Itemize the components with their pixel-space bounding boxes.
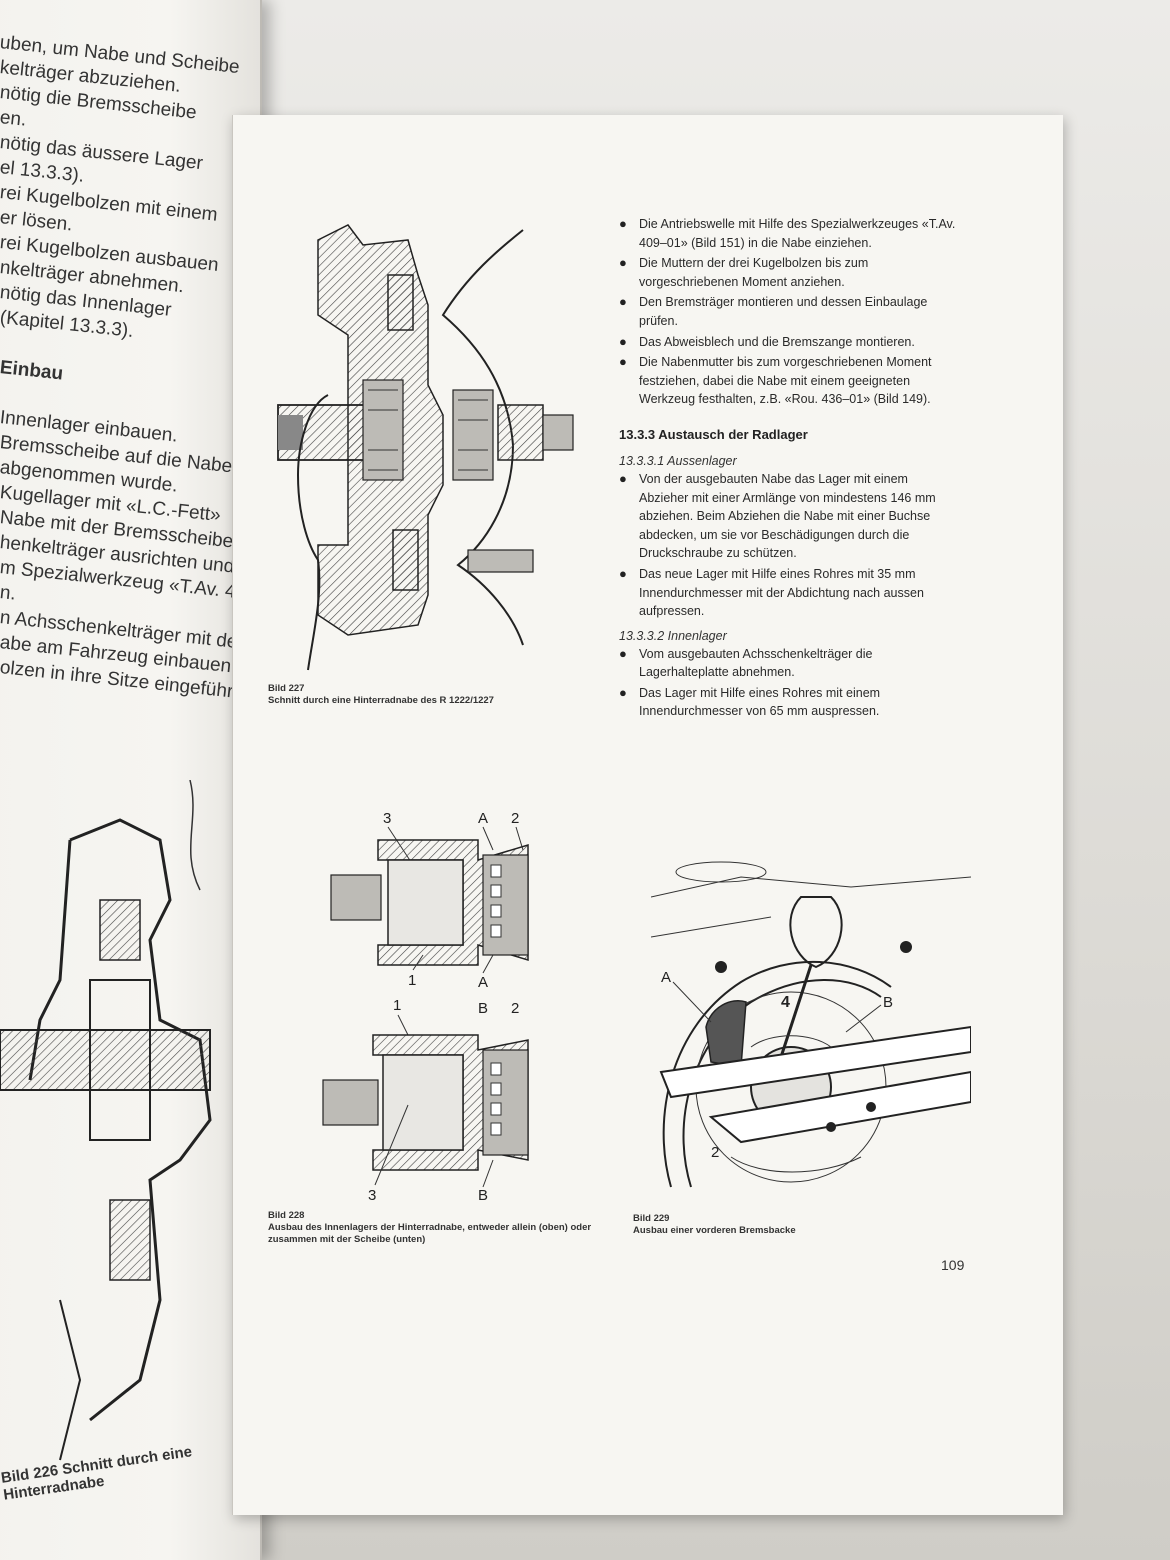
subheading-innenlager: 13.3.3.2 Innenlager: [619, 628, 727, 643]
bullet-list-innenlager: Vom ausgebauten Achsschenkelträger die L…: [619, 645, 959, 721]
figure-228-label: Bild 228: [268, 1210, 305, 1221]
fig228-label-2-bottom: 2: [511, 1000, 519, 1017]
figure-227-hub-section: [277, 224, 574, 671]
bullet-item: Die Nabenmutter bis zum vorgeschriebenen…: [619, 353, 959, 409]
figure-227-label: Bild 227: [268, 683, 305, 694]
figure-229-brake-shoe-removal: A B 4 2: [651, 857, 971, 1197]
bullet-item: Die Muttern der drei Kugelbolzen bis zum…: [619, 254, 959, 291]
bullet-item: Das Lager mit Hilfe eines Rohres mit ein…: [619, 684, 959, 721]
figure-228-caption: Bild 228 Ausbau des Innenlagers der Hint…: [268, 1210, 608, 1246]
fig229-label-B: B: [883, 994, 893, 1011]
fig228-label-B-bottom: B: [478, 1000, 488, 1017]
figure-228-bearing-removal: 3 A 2 1 A 1 B 2: [322, 810, 529, 1204]
right-page: Bild 227 Schnitt durch eine Hinterradnab…: [232, 115, 1063, 1515]
fig229-label-A: A: [661, 969, 671, 986]
figure-227-caption-text: Schnitt durch eine Hinterradnabe des R 1…: [268, 695, 494, 706]
bullet-item: Den Bremsträger montieren und dessen Ein…: [619, 293, 959, 330]
fig229-label-4: 4: [781, 994, 790, 1011]
fig229-label-2: 2: [711, 1144, 719, 1161]
bullet-item: Vom ausgebauten Achsschenkelträger die L…: [619, 645, 959, 682]
bullet-item: Von der ausgebauten Nabe das Lager mit e…: [619, 470, 959, 563]
bullet-list-top: Die Antriebswelle mit Hilfe des Spezialw…: [619, 215, 959, 409]
fig228-label-B2-bottom: B: [478, 1187, 488, 1204]
bullet-item: Die Antriebswelle mit Hilfe des Spezialw…: [619, 215, 959, 252]
subheading-aussenlager: 13.3.3.1 Aussenlager: [619, 453, 737, 468]
figure-229-caption-text: Ausbau einer vorderen Bremsbacke: [633, 1225, 796, 1236]
page-number: 109: [941, 1257, 965, 1273]
figure-229-caption: Bild 229 Ausbau einer vorderen Bremsback…: [633, 1213, 933, 1237]
figure-228-caption-text: Ausbau des Innenlagers der Hinterradnabe…: [268, 1222, 592, 1245]
fig228-label-2-top: 2: [511, 810, 519, 827]
section-heading-13-3-3: 13.3.3 Austausch der Radlager: [619, 426, 808, 442]
figure-229-label: Bild 229: [633, 1213, 670, 1224]
fig228-label-1-bottom: 1: [393, 997, 401, 1014]
bullet-item: Das Abweisblech und die Bremszange monti…: [619, 333, 959, 352]
fig228-label-A-top: A: [478, 810, 488, 827]
right-column-text: Die Antriebswelle mit Hilfe des Spezialw…: [619, 215, 959, 723]
fig228-label-A2-top: A: [478, 974, 488, 991]
bullet-list-aussenlager: Von der ausgebauten Nabe das Lager mit e…: [619, 470, 959, 621]
fig228-label-1-top: 1: [408, 972, 416, 989]
figure-227-caption: Bild 227 Schnitt durch eine Hinterradnab…: [268, 683, 608, 707]
left-figure-hub-section: [0, 780, 212, 1461]
fig228-label-3-top: 3: [383, 810, 391, 827]
fig228-label-3-bottom: 3: [368, 1187, 376, 1204]
bullet-item: Das neue Lager mit Hilfe eines Rohres mi…: [619, 565, 959, 621]
